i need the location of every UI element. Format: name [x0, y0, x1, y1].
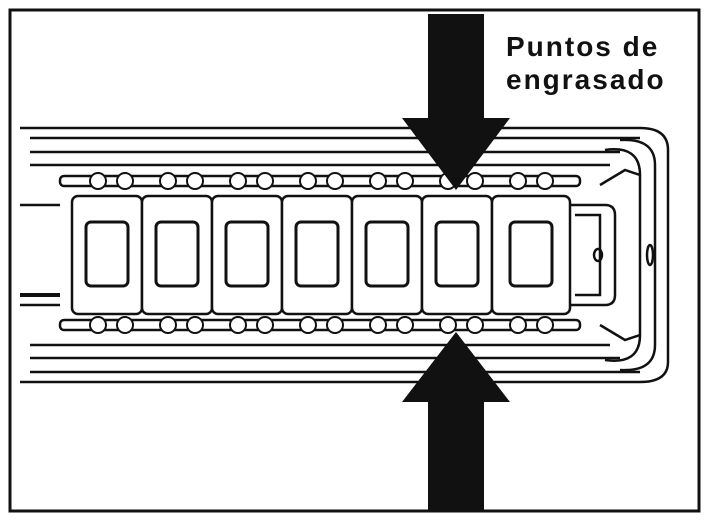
- arrow-down: [402, 14, 510, 190]
- label-line-2: engrasado: [506, 64, 666, 95]
- arrow-up: [402, 332, 510, 511]
- bearings-bottom: [89, 316, 554, 334]
- rail: [20, 126, 670, 384]
- end-bracket: [570, 138, 657, 372]
- label-line-1: Puntos de: [506, 31, 660, 62]
- cage-windows: [84, 220, 554, 288]
- outer-border: [8, 8, 701, 513]
- grease-points-label: Puntos de engrasado: [506, 30, 696, 96]
